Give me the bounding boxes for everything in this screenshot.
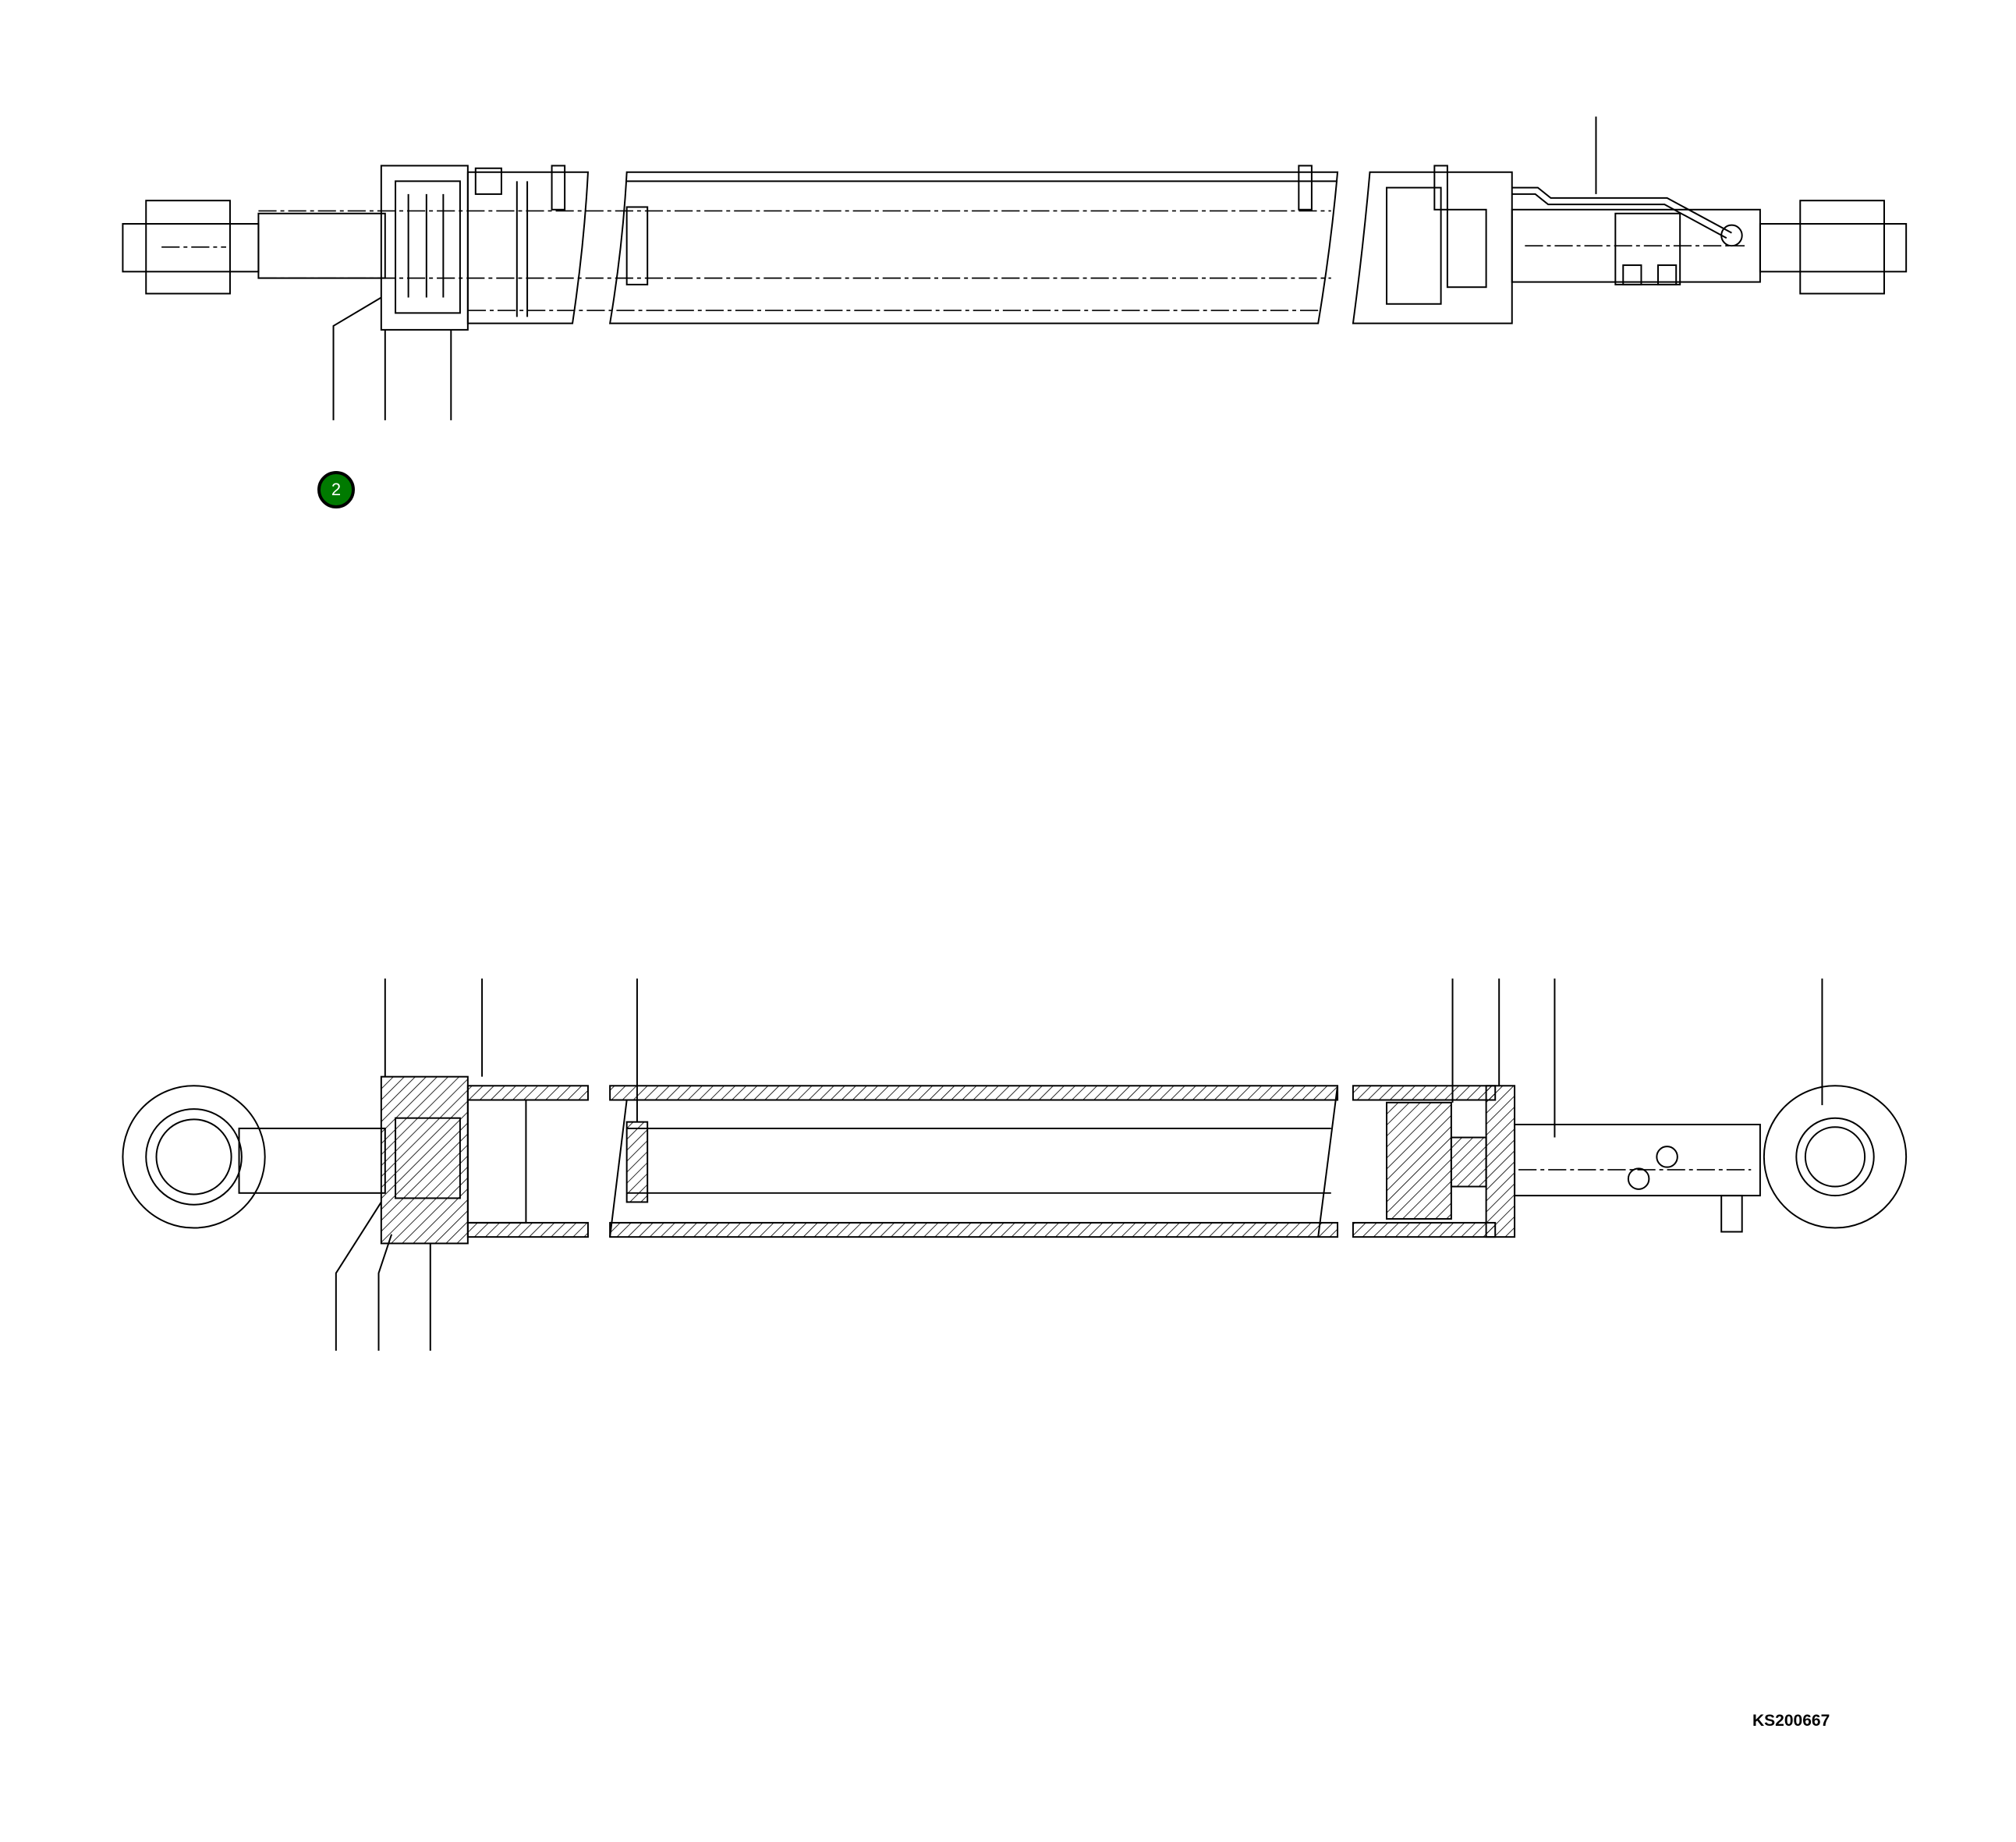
callout-badge[interactable]: 2 <box>317 471 355 508</box>
drawing-code-label: KS200667 <box>1752 1712 1830 1730</box>
top-view <box>122 116 1908 420</box>
section-view <box>122 978 1908 1351</box>
